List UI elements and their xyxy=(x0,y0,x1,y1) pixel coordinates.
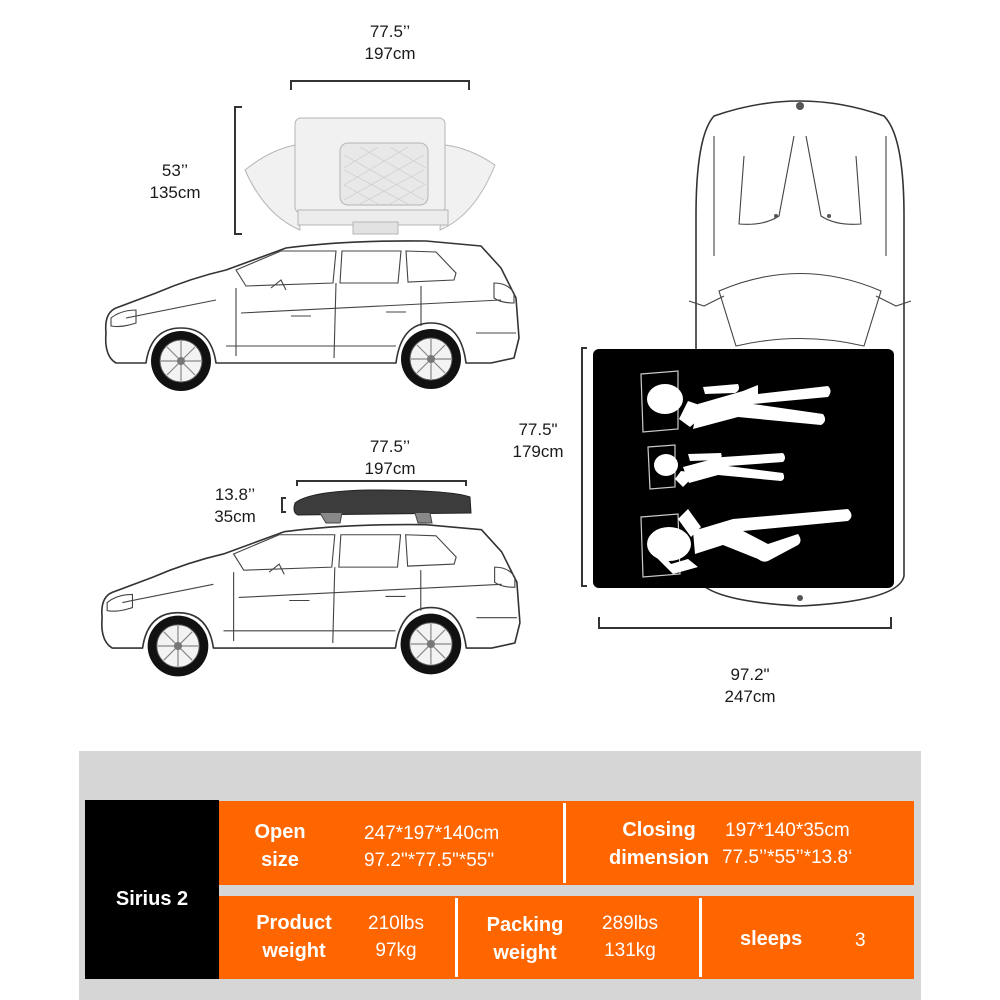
open-size-value-cm: 247*197*140cm xyxy=(364,823,500,844)
spec-row-dimensions xyxy=(219,801,914,885)
closed-rooftop-tent-icon xyxy=(293,489,472,524)
spec-row-weights xyxy=(219,896,914,979)
product-weight-label-line2: weight xyxy=(262,940,326,962)
sleeps-label: sleeps xyxy=(740,928,803,950)
closed-tent-width-cm: 197cm xyxy=(364,459,416,478)
sleep-area-length-bracket xyxy=(598,617,892,629)
closed-tent-width-bracket xyxy=(296,480,467,486)
sleep-area-length-label: 97.2" 247cm xyxy=(705,664,795,708)
open-size-label-line1: Open xyxy=(254,821,306,843)
model-name: Sirius 2 xyxy=(115,888,189,910)
packing-weight-value-lbs: 289lbs xyxy=(602,913,658,934)
suv-side-view-icon xyxy=(104,240,520,391)
open-tent-height-bracket xyxy=(234,106,242,235)
closed-tent-width-inches: 77.5’’ xyxy=(369,437,411,456)
open-size-value: 247*197*140cm 97.2"*77.5"*55" xyxy=(364,820,499,874)
closing-dimension-label: Closing dimension xyxy=(600,816,718,872)
packing-weight-value-kg: 131kg xyxy=(604,940,656,961)
open-tent-height-inches: 53’’ xyxy=(161,161,189,180)
product-weight-value-kg: 97kg xyxy=(375,940,417,961)
closing-dimension-label-line1: Closing xyxy=(622,819,696,841)
spec-row2-divider-2 xyxy=(699,898,702,977)
closed-tent-height-bracket xyxy=(281,497,286,513)
suv-side-view-icon-2 xyxy=(101,523,521,677)
product-weight-value-lbs: 210lbs xyxy=(368,913,424,934)
closed-tent-height-inches: 13.8’’ xyxy=(214,485,256,504)
open-tent-height-cm: 135cm xyxy=(149,183,201,202)
open-size-label: Open size xyxy=(238,818,322,874)
open-tent-width-bracket xyxy=(290,80,470,90)
open-tent-width-cm: 197cm xyxy=(364,44,416,63)
spec-row2-divider-1 xyxy=(455,898,458,977)
product-weight-label-line1: Product xyxy=(256,912,332,934)
closed-tent-width-label: 77.5’’ 197cm xyxy=(345,436,435,480)
spec-row1-divider xyxy=(563,803,566,883)
closing-dimension-label-line2: dimension xyxy=(608,847,709,869)
open-rooftop-tent-icon xyxy=(244,117,496,235)
sleep-area-depth-bracket xyxy=(581,347,587,587)
sleep-area-depth-label: 77.5" 179cm xyxy=(498,419,578,463)
open-size-label-line2: size xyxy=(261,849,299,871)
product-weight-label: Product weight xyxy=(244,909,344,965)
sleep-area-depth-cm: 179cm xyxy=(512,442,564,461)
product-weight-value: 210lbs 97kg xyxy=(360,910,432,964)
closing-dimension-value-cm: 197*140*35cm xyxy=(725,820,850,841)
closing-dimension-value: 197*140*35cm 77.5’’*55’’*13.8‘ xyxy=(722,817,852,871)
closed-tent-height-label: 13.8’’ 35cm xyxy=(200,484,270,528)
packing-weight-value: 289lbs 131kg xyxy=(594,910,666,964)
sleep-area-length-inches: 97.2" xyxy=(730,665,770,684)
sleep-area-depth-inches: 77.5" xyxy=(518,420,558,439)
open-size-value-inches: 97.2"*77.5"*55" xyxy=(364,850,495,871)
packing-weight-label-line1: Packing xyxy=(486,914,564,936)
model-name-cell: Sirius 2 xyxy=(85,800,219,979)
open-tent-width-inches: 77.5’’ xyxy=(369,22,411,41)
closing-dimension-value-inches: 77.5’’*55’’*13.8‘ xyxy=(722,847,853,868)
packing-weight-label-line2: weight xyxy=(493,942,557,964)
packing-weight-label: Packing weight xyxy=(476,911,574,967)
open-tent-width-label: 77.5’’ 197cm xyxy=(340,21,440,65)
three-sleeping-people-icon xyxy=(640,370,852,578)
sleep-area-length-cm: 247cm xyxy=(724,687,776,706)
closed-tent-height-cm: 35cm xyxy=(214,507,256,526)
sleeps-value: 3 xyxy=(855,930,866,951)
open-tent-height-label: 53’’ 135cm xyxy=(135,160,215,204)
sleeping-area-board xyxy=(593,349,894,588)
